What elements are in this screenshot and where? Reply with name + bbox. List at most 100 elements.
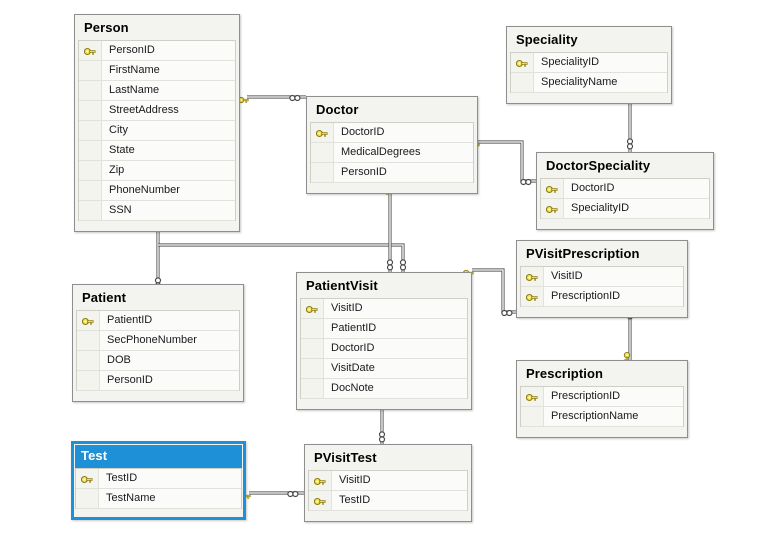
key-icon	[313, 475, 326, 486]
key-icon	[515, 57, 528, 68]
primary-key-icon	[511, 53, 534, 72]
field-name: City	[109, 124, 128, 136]
connector-patientvisit-pvisitprescription	[472, 268, 516, 314]
field-name: PrescriptionName	[551, 410, 639, 422]
field-name: StreetAddress	[109, 104, 179, 116]
entity-field-list: VisitID TestID	[308, 470, 468, 511]
field-row[interactable]: VisitID	[309, 471, 467, 491]
field-name: DOB	[107, 354, 131, 366]
field-row[interactable]: PatientID	[301, 319, 467, 339]
field-row[interactable]: PersonID	[311, 163, 473, 183]
field-name: SpecialityID	[541, 56, 600, 68]
field-row[interactable]: PrescriptionID	[521, 387, 683, 407]
entity-field-list: PrescriptionID PrescriptionName	[520, 386, 684, 427]
primary-key-icon	[301, 299, 324, 318]
field-name: TestID	[106, 472, 138, 484]
field-row[interactable]: PrescriptionName	[521, 407, 683, 427]
field-row[interactable]: LastName	[79, 81, 235, 101]
field-row[interactable]: DoctorID	[311, 123, 473, 143]
entity-title: Prescription	[526, 366, 604, 381]
key-icon	[313, 495, 326, 506]
field-row[interactable]: PatientID	[77, 311, 239, 331]
field-row[interactable]: DOB	[77, 351, 239, 371]
field-key-cell	[521, 407, 544, 426]
connector-doctor-doctorspeciality	[478, 140, 536, 183]
entity-field-list: VisitID PrescriptionID	[520, 266, 684, 307]
field-row[interactable]: TestID	[76, 469, 241, 489]
field-row[interactable]: SpecialityID	[541, 199, 709, 219]
field-row[interactable]: Zip	[79, 161, 235, 181]
field-key-cell	[77, 351, 100, 370]
field-row[interactable]: VisitID	[301, 299, 467, 319]
field-row[interactable]: StreetAddress	[79, 101, 235, 121]
field-key-cell	[76, 489, 99, 508]
field-row[interactable]: MedicalDegrees	[311, 143, 473, 163]
primary-key-icon	[521, 287, 544, 306]
field-row[interactable]: FirstName	[79, 61, 235, 81]
field-row[interactable]: DoctorID	[541, 179, 709, 199]
field-name: VisitID	[339, 474, 371, 486]
field-name: VisitDate	[331, 362, 375, 374]
entity-footer	[75, 509, 242, 516]
key-icon	[545, 203, 558, 214]
entity-footer	[520, 307, 684, 314]
field-name: LastName	[109, 84, 160, 96]
field-name: VisitID	[551, 270, 583, 282]
field-row[interactable]: TestID	[309, 491, 467, 511]
field-key-cell	[79, 201, 102, 220]
field-row[interactable]: PersonID	[79, 41, 235, 61]
field-row[interactable]: SpecialityName	[511, 73, 667, 93]
field-row[interactable]: SSN	[79, 201, 235, 221]
field-row[interactable]: TestName	[76, 489, 241, 509]
primary-key-icon	[309, 471, 332, 490]
entity-footer	[310, 183, 474, 190]
field-row[interactable]: State	[79, 141, 235, 161]
endpoint-pvisittest-many	[376, 430, 388, 443]
connector-inner-person-patientvisit	[158, 244, 404, 272]
field-row[interactable]: SecPhoneNumber	[77, 331, 239, 351]
entity-title: Speciality	[516, 32, 578, 47]
field-row[interactable]: PhoneNumber	[79, 181, 235, 201]
field-key-cell	[79, 161, 102, 180]
field-row[interactable]: DocNote	[301, 379, 467, 399]
field-name: SpecialityName	[541, 76, 618, 88]
field-row[interactable]: DoctorID	[301, 339, 467, 359]
endpoint-person-doctor-many	[289, 91, 301, 102]
endpoint-pvisitprescription-many	[501, 306, 513, 317]
field-row[interactable]: PrescriptionID	[521, 287, 683, 307]
endpoint-pvisittest-left-many	[287, 487, 299, 498]
entity-title: PVisitPrescription	[526, 246, 640, 261]
field-row[interactable]: VisitID	[521, 267, 683, 287]
key-icon	[525, 271, 538, 282]
field-name: DoctorID	[331, 342, 375, 354]
field-row[interactable]: VisitDate	[301, 359, 467, 379]
field-name: PersonID	[341, 166, 387, 178]
connector-person-patientvisit	[158, 243, 405, 272]
primary-key-icon	[77, 311, 100, 330]
field-row[interactable]: PersonID	[77, 371, 239, 391]
endpoint-doctorspeciality-many	[520, 175, 532, 186]
field-name: TestName	[106, 492, 156, 504]
field-row[interactable]: City	[79, 121, 235, 141]
field-name: SpecialityID	[571, 202, 630, 214]
field-name: DocNote	[331, 382, 374, 394]
connector-inner-doctor-doctorspeciality	[478, 141, 536, 182]
entity-field-list: SpecialityID SpecialityName	[510, 52, 668, 93]
field-row[interactable]: SpecialityID	[511, 53, 667, 73]
field-name: PatientID	[107, 314, 153, 326]
key-icon	[525, 391, 538, 402]
